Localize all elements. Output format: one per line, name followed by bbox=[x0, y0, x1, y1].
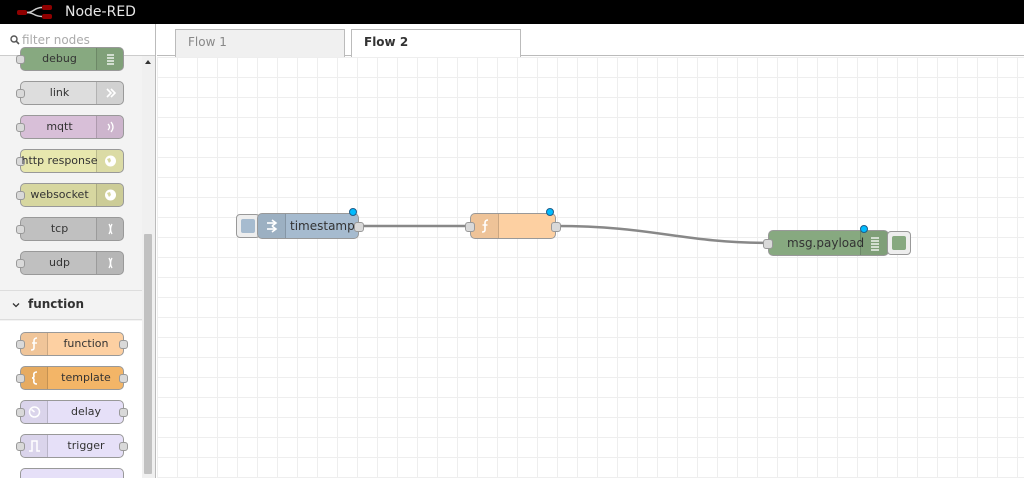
list-icon bbox=[860, 231, 888, 255]
input-port bbox=[16, 259, 25, 268]
input-port bbox=[16, 191, 25, 200]
timer-icon bbox=[21, 401, 48, 423]
list-icon bbox=[96, 48, 123, 70]
search-icon bbox=[10, 35, 20, 45]
palette-node-websocket[interactable]: websocket bbox=[16, 183, 124, 207]
changed-indicator bbox=[860, 225, 868, 233]
palette-node-label: link bbox=[49, 86, 70, 99]
palette-node-debug[interactable]: debug bbox=[16, 47, 124, 71]
scroll-up-icon[interactable] bbox=[145, 60, 151, 64]
palette-node-trigger[interactable]: trigger bbox=[16, 434, 128, 458]
link-arrows-icon bbox=[96, 82, 123, 104]
palette-category-function[interactable]: function bbox=[0, 290, 142, 320]
node-red-logo-icon bbox=[17, 5, 52, 19]
scrollbar-thumb[interactable] bbox=[144, 234, 152, 474]
palette-node-label: udp bbox=[49, 256, 70, 269]
output-port bbox=[119, 442, 128, 451]
palette-node-label: tcp bbox=[50, 222, 69, 235]
trigger-icon bbox=[21, 435, 48, 457]
globe-icon bbox=[96, 184, 123, 206]
node-label: msg.payload bbox=[787, 236, 865, 250]
palette-node-http-response[interactable]: http response bbox=[16, 149, 124, 173]
input-port bbox=[16, 374, 25, 383]
palette-node-label: websocket bbox=[30, 188, 89, 201]
bridge-icon bbox=[96, 218, 123, 240]
function-icon bbox=[471, 214, 499, 238]
palette-node-label: trigger bbox=[67, 439, 105, 452]
brace-icon bbox=[21, 367, 48, 389]
tab-flow-1[interactable]: Flow 1 bbox=[175, 29, 345, 57]
palette-node-label: delay bbox=[70, 405, 102, 418]
wire-function-to-debug[interactable] bbox=[554, 224, 775, 245]
input-port bbox=[16, 89, 25, 98]
category-label: function bbox=[28, 297, 85, 311]
palette-node-label: debug bbox=[42, 52, 77, 65]
output-port bbox=[119, 408, 128, 417]
input-port[interactable] bbox=[465, 222, 475, 232]
node-label: timestamp bbox=[290, 219, 355, 233]
palette-node-label: mqtt bbox=[46, 120, 73, 133]
palette-node-tcp[interactable]: tcp bbox=[16, 217, 124, 241]
filter-nodes-input[interactable] bbox=[22, 31, 147, 49]
tab-flow-2[interactable]: Flow 2 bbox=[351, 29, 521, 57]
palette-node-link[interactable]: link bbox=[16, 81, 124, 105]
palette-scrollbar[interactable] bbox=[142, 56, 155, 478]
bridge-icon bbox=[96, 252, 123, 274]
globe-icon bbox=[96, 150, 123, 172]
inject-node-timestamp[interactable]: timestamp bbox=[257, 208, 364, 239]
palette-node-partial[interactable] bbox=[20, 468, 124, 478]
palette-node-label: template bbox=[61, 371, 111, 384]
debug-node-msg-payload[interactable]: msg.payload bbox=[763, 225, 889, 256]
input-port bbox=[16, 123, 25, 132]
input-port bbox=[16, 340, 25, 349]
app-title: Node-RED bbox=[65, 4, 136, 20]
flow-workspace[interactable]: timestamp msg.payload bbox=[157, 57, 1024, 478]
palette-node-label: function bbox=[63, 337, 109, 350]
debug-toggle-button[interactable] bbox=[887, 231, 911, 255]
function-node[interactable] bbox=[465, 208, 561, 239]
output-port[interactable] bbox=[354, 222, 364, 232]
function-icon bbox=[21, 333, 48, 355]
palette-node-mqtt[interactable]: mqtt bbox=[16, 115, 124, 139]
arrow-in-icon bbox=[258, 214, 286, 238]
palette-node-delay[interactable]: delay bbox=[16, 400, 128, 424]
function-category-nodes: function template delay trigger bbox=[0, 321, 142, 478]
changed-indicator bbox=[349, 208, 357, 216]
palette-node-function[interactable]: function bbox=[16, 332, 128, 356]
input-port[interactable] bbox=[763, 239, 773, 249]
input-port bbox=[16, 225, 25, 234]
input-port bbox=[16, 408, 25, 417]
chevron-down-icon bbox=[12, 303, 20, 308]
workspace-tabs: Flow 1 Flow 2 bbox=[157, 24, 1024, 57]
palette-node-udp[interactable]: udp bbox=[16, 251, 124, 275]
changed-indicator bbox=[546, 208, 554, 216]
wireless-icon bbox=[96, 116, 123, 138]
wires-layer bbox=[359, 224, 775, 245]
input-port bbox=[16, 55, 25, 64]
output-port bbox=[119, 374, 128, 383]
node-palette: debug link mqtt http response websocket bbox=[0, 24, 156, 478]
palette-node-label: http response bbox=[21, 154, 98, 167]
header-bar: Node-RED bbox=[0, 0, 1024, 24]
input-port bbox=[16, 157, 25, 166]
output-port[interactable] bbox=[551, 222, 561, 232]
palette-node-template[interactable]: template bbox=[16, 366, 128, 390]
input-port bbox=[16, 442, 25, 451]
inject-trigger-button[interactable] bbox=[236, 214, 260, 238]
output-port bbox=[119, 340, 128, 349]
